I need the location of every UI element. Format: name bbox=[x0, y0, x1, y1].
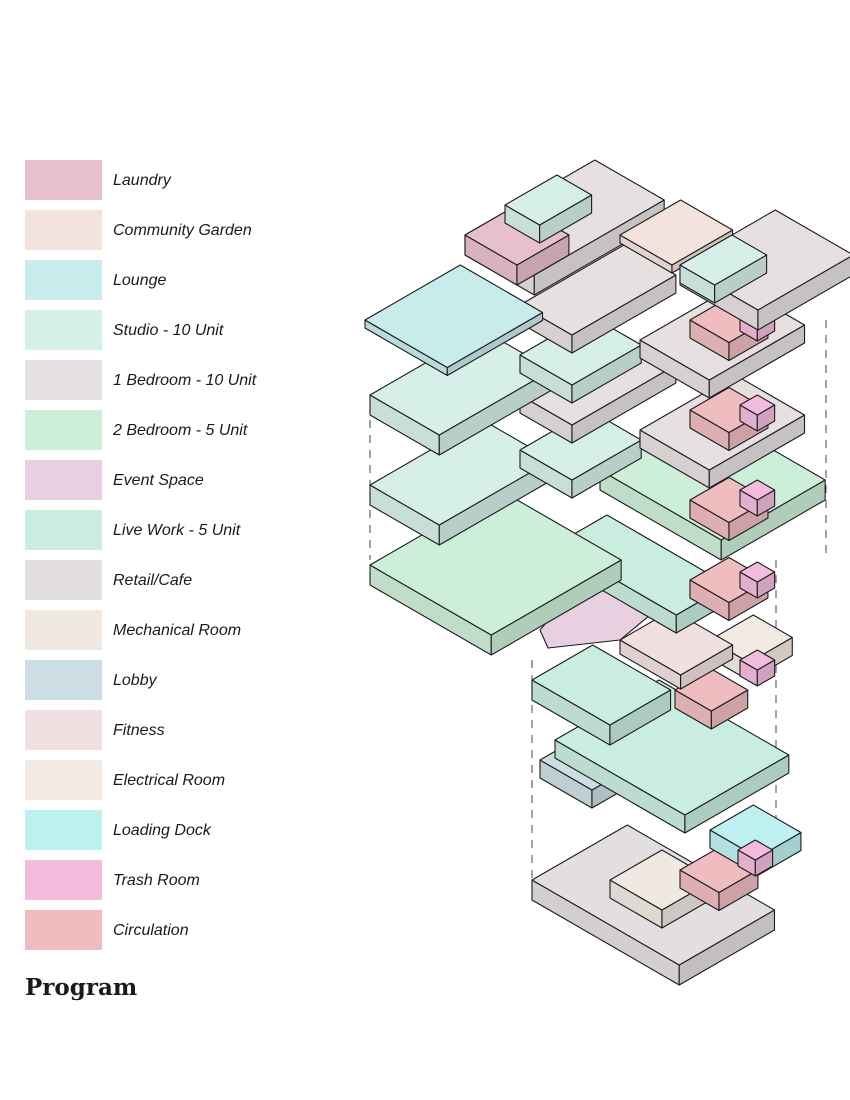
axonometric-diagram bbox=[0, 0, 850, 1100]
